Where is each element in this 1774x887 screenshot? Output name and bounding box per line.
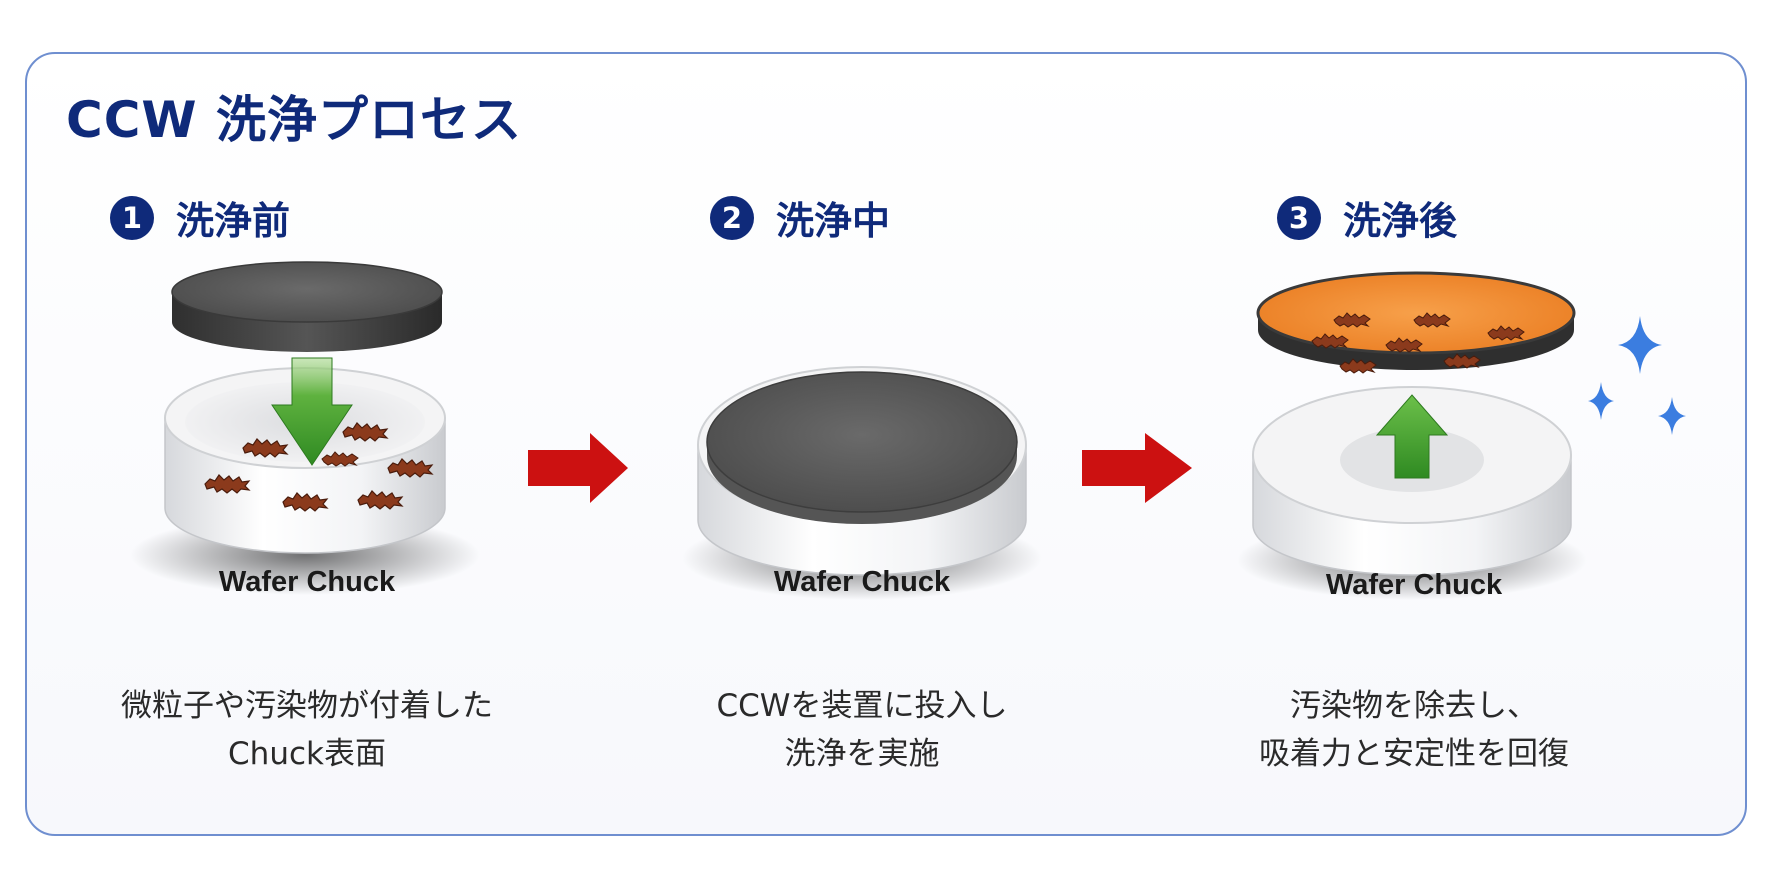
- caption-line: CCWを装置に投入し: [716, 688, 1008, 724]
- step-3-illustration: [1237, 271, 1587, 600]
- step-2-caption: CCWを装置に投入し 洗浄を実施: [632, 682, 1092, 778]
- step-2-number-badge: 2: [710, 195, 754, 240]
- flow-arrow-right-2: [1082, 433, 1192, 503]
- step-2-heading: 2 洗浄中: [710, 190, 890, 245]
- step-3-chuck-label: Wafer Chuck: [1326, 569, 1503, 601]
- caption-line: 微粒子や汚染物が付着した: [121, 688, 493, 724]
- up-arrow: [1375, 394, 1449, 479]
- step-1-number-badge: 1: [110, 195, 154, 240]
- sparkle-icon: [1588, 382, 1614, 420]
- down-arrow: [271, 357, 353, 466]
- caption-line: 汚染物を除去し、: [1290, 688, 1538, 724]
- step-1-illustration: [130, 261, 480, 595]
- step-2-illustration: [682, 366, 1042, 600]
- step-1-caption: 微粒子や汚染物が付着した Chuck表面: [77, 682, 537, 778]
- caption-line: 吸着力と安定性を回復: [1259, 736, 1569, 772]
- sparkle-icon: [1658, 397, 1686, 435]
- step-3-label: 洗浄後: [1343, 199, 1458, 243]
- step-3-caption: 汚染物を除去し、 吸着力と安定性を回復: [1184, 682, 1644, 778]
- caption-line: Chuck表面: [228, 736, 386, 772]
- step-1-heading: 1 洗浄前: [110, 190, 290, 245]
- step-1-label: 洗浄前: [176, 199, 291, 243]
- step-3-heading: 3 洗浄後: [1277, 190, 1457, 245]
- step-2-chuck-label: Wafer Chuck: [774, 566, 951, 598]
- step-2-label: 洗浄中: [776, 199, 891, 243]
- step-1-chuck-label: Wafer Chuck: [219, 566, 396, 598]
- caption-line: 洗浄を実施: [784, 736, 940, 772]
- diagram-title: CCW 洗浄プロセス: [66, 91, 522, 149]
- sparkle-icon: [1618, 316, 1662, 374]
- flow-arrow-right-1: [528, 433, 628, 503]
- step-3-number-badge: 3: [1277, 195, 1321, 240]
